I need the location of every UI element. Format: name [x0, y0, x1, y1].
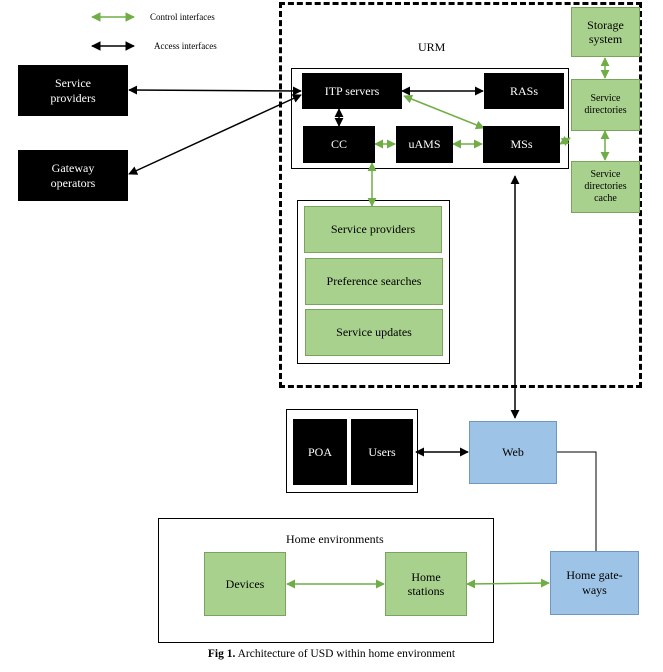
- storage-system: Storage system: [571, 7, 640, 57]
- link-itp-mss: [403, 94, 485, 130]
- figure-caption: Fig 1. Architecture of USD within home e…: [0, 648, 663, 660]
- preference-searches: Preference searches: [305, 258, 443, 305]
- poa: POA: [293, 419, 347, 485]
- devices: Devices: [204, 552, 286, 616]
- service-providers-external: Service providers: [18, 65, 128, 116]
- urm-container: [279, 2, 642, 388]
- rass: RASs: [484, 73, 564, 109]
- service-directories-cache: Service directories cache: [571, 161, 640, 213]
- home-gateways: Home gate-ways: [550, 551, 639, 615]
- legend-control-label: Control interfaces: [150, 12, 215, 22]
- link-stations-gateways: [466, 578, 550, 589]
- cc-service-providers: Service providers: [304, 206, 442, 253]
- urm-title: URM: [418, 40, 446, 54]
- link-web-gateways: [557, 451, 597, 551]
- figure-caption-label: Fig 1.: [207, 648, 236, 660]
- link-go-itp: [128, 94, 302, 175]
- gateway-operators: Gateway operators: [18, 150, 128, 201]
- link-sp-itp: [128, 85, 302, 96]
- web: Web: [469, 421, 557, 484]
- legend-access-label: Access interfaces: [154, 41, 217, 51]
- users: Users: [351, 419, 413, 485]
- service-updates: Service updates: [305, 309, 443, 356]
- mss: MSs: [483, 126, 560, 163]
- home-stations: Home stations: [385, 552, 467, 616]
- figure-caption-text: Architecture of USD within home environm…: [237, 648, 456, 660]
- home-environments-title: Home environments: [286, 532, 384, 546]
- uams: uAMS: [396, 126, 453, 163]
- service-directories: Service directories: [571, 79, 640, 131]
- itp-servers: ITP servers: [302, 73, 402, 109]
- cc: CC: [303, 126, 375, 163]
- link-mss-sd: [559, 135, 571, 147]
